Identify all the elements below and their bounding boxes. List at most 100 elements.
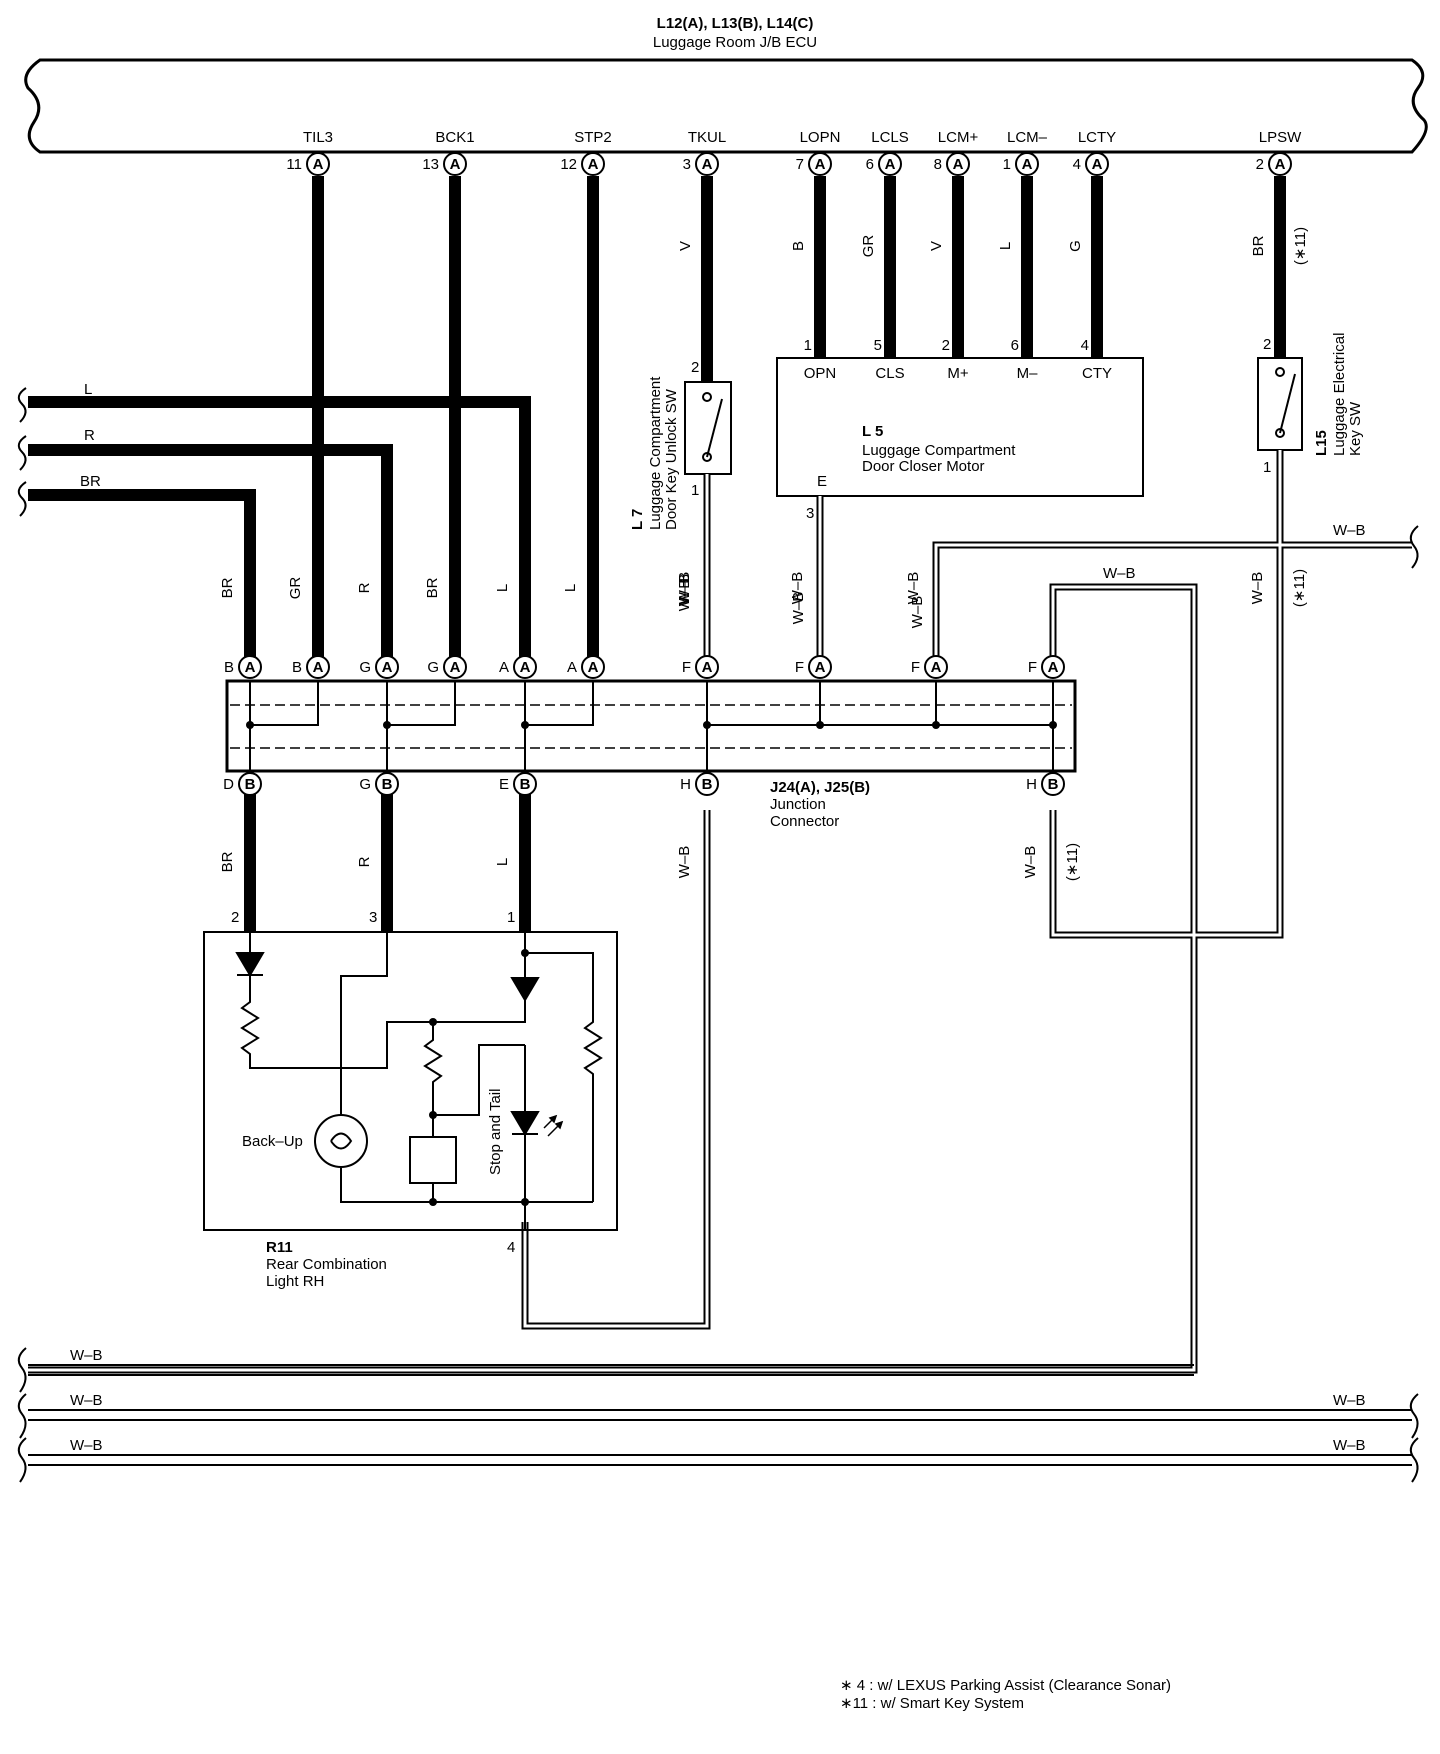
- r11-led-arrows: [543, 1114, 564, 1137]
- junction-bottom-wire-label: W–B: [676, 846, 693, 879]
- ground-wire-label: W–B: [790, 592, 807, 625]
- ground-right-top-label: W–B: [1333, 522, 1366, 539]
- junction-top-wire-label: W–B: [789, 572, 806, 605]
- ecu-pin-name: TIL3: [303, 129, 333, 146]
- junction-nodes: [246, 721, 1057, 729]
- l15-pin-bottom: 1: [1263, 459, 1271, 476]
- junction-top-connector: A: [808, 655, 832, 679]
- junction-top-wire-label: R: [356, 582, 373, 593]
- left-wire-r-label: R: [84, 427, 95, 444]
- connector-letter: A: [1048, 659, 1059, 676]
- connector-letter: B: [520, 776, 531, 793]
- ecu-wire-color-label: B: [790, 241, 807, 251]
- junction-bottom-connector: B: [695, 772, 719, 796]
- r11-stoptail-label: Stop and Tail: [487, 1089, 504, 1175]
- l15-wire-note: (∗11): [1291, 569, 1308, 607]
- connector-letter: B: [1048, 776, 1059, 793]
- junction-top-pin-pos: G: [427, 659, 439, 676]
- left-wire-breaks: [17, 387, 27, 517]
- connector-letter: A: [313, 659, 324, 676]
- ecu-pin-name: LCTY: [1078, 129, 1116, 146]
- ecu-wire-color-label: BR: [1250, 235, 1267, 256]
- ecu-body: [24, 58, 1428, 154]
- ground-bus2-right-label: W–B: [1333, 1392, 1366, 1409]
- junction-bottom-connector: B: [238, 772, 262, 796]
- r11-pin-1: 1: [507, 909, 515, 926]
- r11-internal-circuit: [235, 932, 603, 1230]
- junction-bottom-wire-note: (∗11): [1064, 843, 1081, 881]
- ecu-component-label: Luggage Room J/B ECU: [653, 34, 817, 51]
- junction-top-pin-pos: G: [359, 659, 371, 676]
- l15-wire-label: W–B: [1249, 572, 1266, 605]
- ecu-connector-circle: A: [878, 152, 902, 176]
- connector-letter: B: [245, 776, 256, 793]
- ecu-connector-circle: A: [1268, 152, 1292, 176]
- connector-letter: A: [885, 156, 896, 173]
- ecu-pin-name: TKUL: [688, 129, 726, 146]
- ground-wires-inner: [28, 450, 1412, 1372]
- junction-bus-lines: [230, 704, 1072, 749]
- connector-letter: A: [450, 156, 461, 173]
- ecu-pin-number: 6: [866, 156, 874, 173]
- r11-pin-3: 3: [369, 909, 377, 926]
- footnote-1: ∗ 4 : w/ LEXUS Parking Assist (Clearance…: [840, 1677, 1171, 1694]
- connector-letter: A: [382, 659, 393, 676]
- ecu-pin-name: LCLS: [871, 129, 909, 146]
- r11-wires: [244, 794, 531, 932]
- connector-letter: A: [931, 659, 942, 676]
- ecu-pin-number: 1: [1003, 156, 1011, 173]
- ecu-pin-number: 2: [1256, 156, 1264, 173]
- ecu-wire-color-label: G: [1067, 240, 1084, 252]
- ground-wire-label: W–B: [676, 579, 693, 612]
- junction-top-connector: A: [443, 655, 467, 679]
- junction-top-wire-label: W–B: [905, 572, 922, 605]
- junction-top-pin-pos: A: [567, 659, 577, 676]
- junction-top-connector: A: [581, 655, 605, 679]
- junction-top-connector: A: [1041, 655, 1065, 679]
- l15-line2: Key SW: [1347, 401, 1364, 456]
- ecu-pin-number: 7: [796, 156, 804, 173]
- junction-top-connector: A: [375, 655, 399, 679]
- ground-inner-label: W–B: [1103, 565, 1136, 582]
- ecu-connector-circle: A: [946, 152, 970, 176]
- ecu-wire-color-label: V: [928, 241, 945, 251]
- l5-ground-label: E: [817, 473, 827, 490]
- connector-letter: B: [702, 776, 713, 793]
- junction-top-pin-pos: F: [1028, 659, 1037, 676]
- left-wires: [28, 396, 531, 658]
- junction-bottom-pin-pos: E: [499, 776, 509, 793]
- connector-letter: A: [815, 156, 826, 173]
- ground-bus3-left-label: W–B: [70, 1437, 103, 1454]
- ecu-pin-name: BCK1: [435, 129, 474, 146]
- ecu-connector-circle: A: [808, 152, 832, 176]
- ecu-connector-circle: A: [443, 152, 467, 176]
- junction-bottom-pin-pos: H: [680, 776, 691, 793]
- connector-letter: A: [1022, 156, 1033, 173]
- l5-motor-box: [776, 357, 1144, 497]
- junction-top-pin-pos: F: [795, 659, 804, 676]
- connector-letter: A: [450, 659, 461, 676]
- r11-id: R11: [266, 1239, 293, 1256]
- l5-id: L 5: [862, 423, 883, 440]
- junction-bottom-wire-label: BR: [219, 851, 236, 872]
- junction-top-wire-label: W–B: [676, 572, 693, 605]
- l7-line2: Door Key Unlock SW: [663, 388, 680, 530]
- l5-terminal-pin: 1: [804, 337, 812, 354]
- ecu-connector-circle: A: [695, 152, 719, 176]
- junction-bottom-connector: B: [375, 772, 399, 796]
- ecu-pin-number: 4: [1073, 156, 1081, 173]
- l15-pin-top: 2: [1263, 336, 1271, 353]
- l7-pin-bottom: 1: [691, 482, 699, 499]
- l5-terminal-label: M+: [947, 365, 968, 382]
- junction-top-pin-pos: F: [911, 659, 920, 676]
- ecu-connector-circle: A: [581, 152, 605, 176]
- r11-backup-label: Back–Up: [242, 1133, 303, 1150]
- ecu-pin-name: LPSW: [1259, 129, 1302, 146]
- r11-line2: Light RH: [266, 1273, 324, 1290]
- ground-bus2-left-label: W–B: [70, 1392, 103, 1409]
- ground-wire-label: W–B: [676, 574, 693, 607]
- l15-switch-contacts: [1275, 367, 1296, 438]
- junction-label-3: Connector: [770, 813, 839, 830]
- junction-top-wire-label: BR: [424, 577, 441, 598]
- ecu-pin-number: 8: [934, 156, 942, 173]
